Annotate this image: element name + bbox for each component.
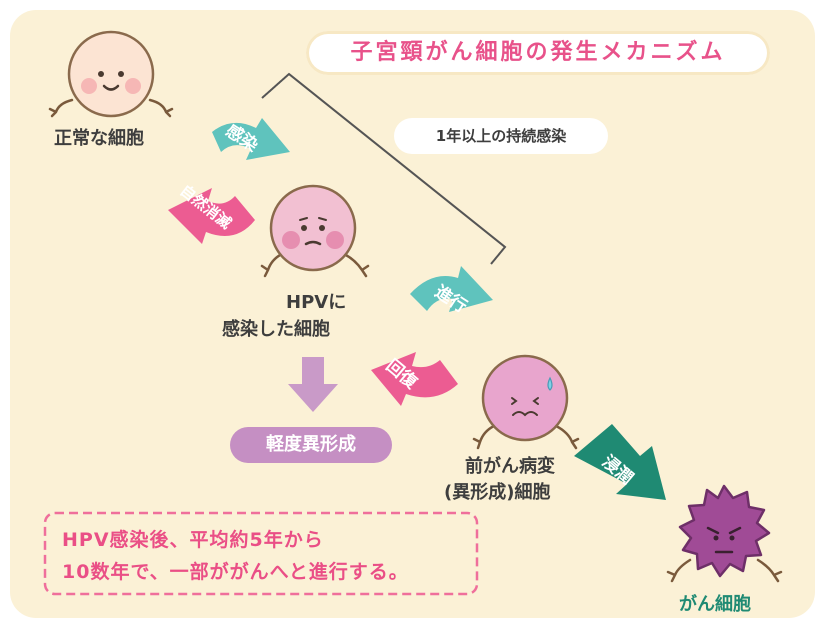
mild-dysplasia-pill [230, 427, 392, 463]
precancer-cell-icon [472, 354, 580, 450]
mild-dysplasia-arrow [288, 357, 338, 412]
mild-dysplasia-label: 軽度異形成 [266, 434, 356, 455]
persistent-infection-label: 1年以上の持続感染 [435, 127, 567, 145]
cancer-cell-label: がん細胞 [679, 594, 751, 615]
progression-arrow [410, 266, 493, 312]
precancer-cell-label-line1: 前がん病変 [465, 456, 555, 477]
infected-cell-label-line1: HPVに [286, 292, 347, 313]
cancer-cell-icon [666, 484, 783, 583]
normal-cell-label: 正常な細胞 [54, 128, 144, 149]
regression-arrow [371, 352, 458, 406]
background-panel [10, 10, 815, 618]
page-title: 子宮頸がん細胞の発生メカニズム [350, 40, 726, 65]
persistent-infection-pill [394, 118, 608, 154]
natural-clearance-arrow [168, 188, 255, 244]
infected-cell-label-line2: 感染した細胞 [222, 319, 330, 340]
note-line-2: 10数年で、一部ががんへと進行する。 [62, 561, 409, 583]
note-text: HPV感染後、平均約5年から 10数年で、一部ががんへと進行する。 [62, 524, 409, 588]
normal-cell-icon [48, 30, 174, 118]
title-pill [306, 31, 770, 75]
invasion-arrow [574, 424, 666, 500]
persistent-infection-bracket [261, 72, 507, 265]
note-line-1: HPV感染後、平均約5年から [62, 529, 324, 551]
precancer-cell-label-line2: (異形成)細胞 [444, 482, 551, 503]
infection-arrow [212, 118, 290, 160]
infected-cell-icon [260, 184, 370, 278]
